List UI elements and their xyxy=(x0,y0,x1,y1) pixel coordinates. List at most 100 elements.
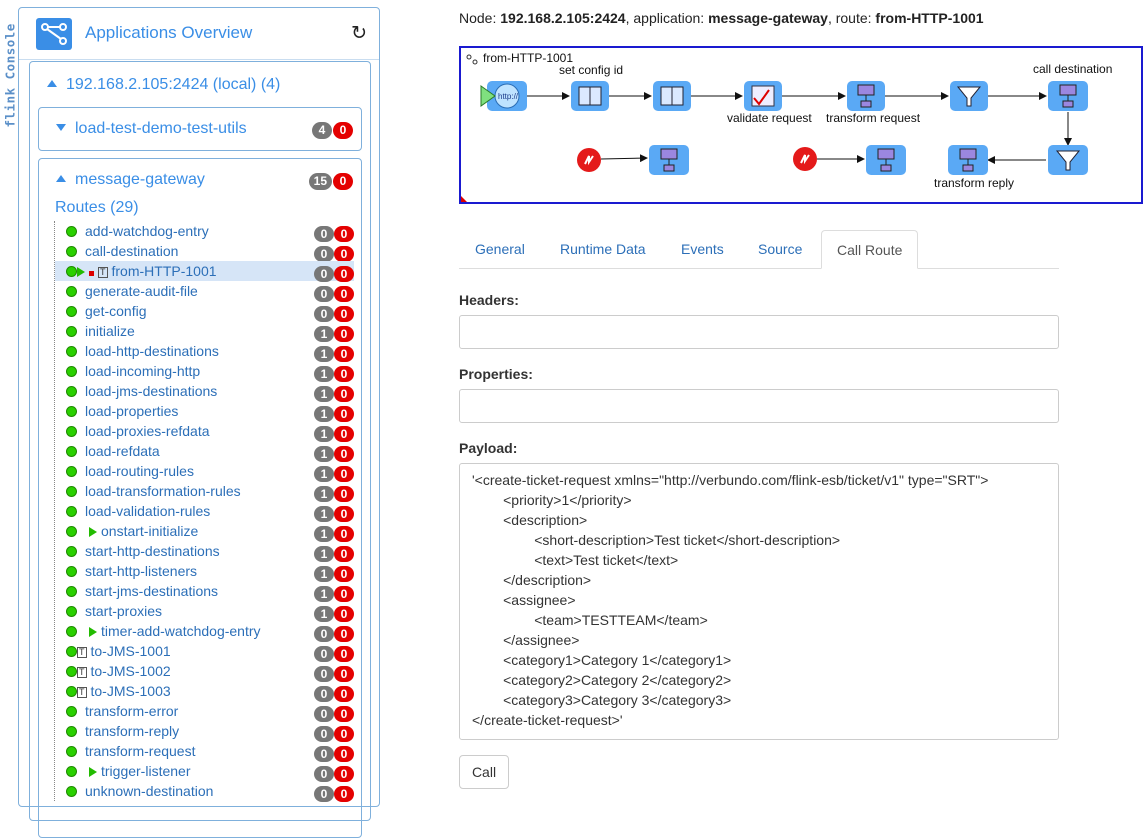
payload-line: <assignee> xyxy=(472,592,576,608)
tab-runtime-data[interactable]: Runtime Data xyxy=(560,241,646,257)
error-count-badge: 0 xyxy=(333,122,353,139)
transform-reply-icon[interactable] xyxy=(948,145,988,175)
app-toggle[interactable]: load-test-demo-test-utils xyxy=(56,120,247,138)
payload-line: <team>TESTTEAM</team> xyxy=(472,612,708,628)
route-count-badge: 1 xyxy=(314,466,334,482)
error-event-icon[interactable] xyxy=(793,147,817,171)
payload-line: <category1>Category 1</category1> xyxy=(472,652,732,668)
error-count-badge: 0 xyxy=(334,506,354,522)
app-toggle[interactable]: message-gateway xyxy=(56,171,205,189)
routes-heading[interactable]: Routes (29) xyxy=(55,199,139,216)
headers-field[interactable] xyxy=(459,315,1059,349)
error-count-badge: 0 xyxy=(334,426,354,442)
route-label: , route: xyxy=(827,10,872,26)
router-filter-icon[interactable] xyxy=(950,81,988,111)
status-ok-icon xyxy=(66,646,77,657)
transform-error-icon[interactable] xyxy=(649,145,689,175)
trigger-icon: T xyxy=(77,647,87,658)
status-ok-icon xyxy=(66,246,77,257)
error-count-badge: 0 xyxy=(334,226,354,242)
error-event-icon[interactable] xyxy=(577,148,601,172)
validate-label: validate request xyxy=(727,111,812,125)
error-count-badge: 0 xyxy=(333,173,353,190)
status-ok-icon xyxy=(66,326,77,337)
headers-label: Headers: xyxy=(459,292,519,308)
tab-source[interactable]: Source xyxy=(758,241,803,257)
unknown-destination-icon[interactable] xyxy=(866,145,906,175)
node-toggle[interactable]: 192.168.2.105:2424 (local) (4) xyxy=(47,76,280,94)
app-value: message-gateway xyxy=(708,10,828,26)
call-destination-icon[interactable] xyxy=(1048,81,1088,111)
route-diagram[interactable]: from-HTTP-1001 http:// xyxy=(459,46,1143,204)
properties-field[interactable] xyxy=(459,389,1059,423)
payload-field[interactable]: '<create-ticket-request xmlns="http://ve… xyxy=(459,463,1059,740)
set-config-id-icon[interactable] xyxy=(571,81,609,111)
call-button[interactable]: Call xyxy=(459,755,509,789)
http-endpoint-icon[interactable]: http:// xyxy=(480,81,527,111)
route-name: call-destination xyxy=(85,243,179,259)
enricher-icon[interactable] xyxy=(653,81,691,111)
tab-call-route[interactable]: Call Route xyxy=(821,230,919,269)
reply-filter-icon[interactable] xyxy=(1048,145,1088,175)
refresh-icon[interactable]: ↻ xyxy=(351,23,367,44)
status-ok-icon xyxy=(66,766,77,777)
validate-request-icon[interactable] xyxy=(744,81,782,111)
route-count-badge: 0 xyxy=(314,266,334,282)
route-name: onstart-initialize xyxy=(101,523,199,539)
trigger-icon: T xyxy=(77,667,87,678)
tab-general[interactable]: General xyxy=(475,241,525,257)
diagram-title-text: from-HTTP-1001 xyxy=(483,51,573,65)
applications-overview-panel: Applications Overview ↻ 192.168.2.105:24… xyxy=(18,7,380,838)
status-ok-icon xyxy=(66,386,77,397)
call-destination-label: call destination xyxy=(1033,62,1112,76)
payload-line: </description> xyxy=(472,572,592,588)
status-ok-icon xyxy=(66,446,77,457)
payload-line: <text>Test ticket</text> xyxy=(472,552,679,568)
route-name: load-incoming-http xyxy=(85,363,201,379)
route-name: load-refdata xyxy=(85,443,160,459)
route-count-badge: 1 xyxy=(314,506,334,522)
collapse-arrow-icon xyxy=(47,80,57,87)
tab-events[interactable]: Events xyxy=(681,241,724,257)
error-count-badge: 0 xyxy=(334,726,354,742)
status-ok-icon xyxy=(66,626,77,637)
route-count-badge: 0 xyxy=(314,646,334,662)
error-count-badge: 0 xyxy=(334,586,354,602)
error-count-badge: 0 xyxy=(334,326,354,342)
transform-request-icon[interactable] xyxy=(847,81,885,111)
